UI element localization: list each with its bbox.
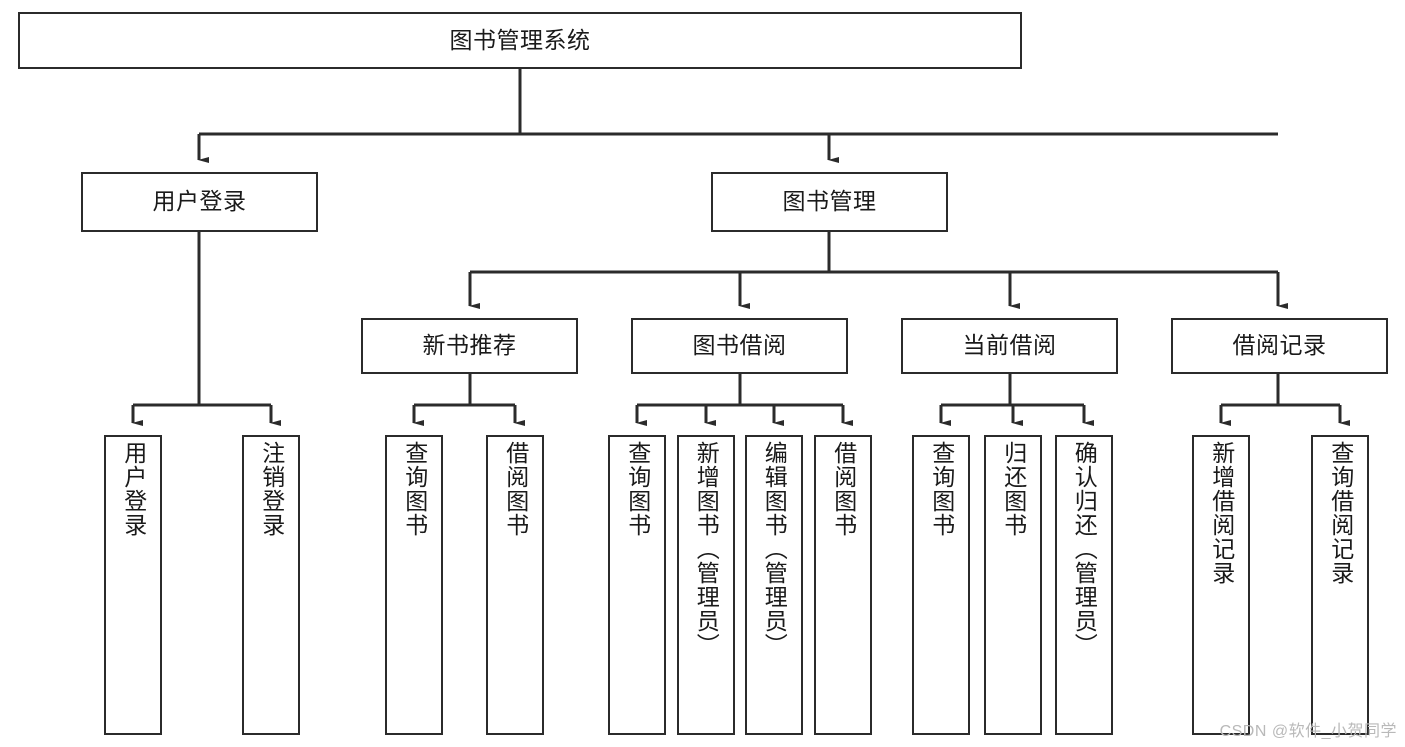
leaf-label: 用户登录 <box>120 441 147 537</box>
node-leaf-edit-book[interactable]: 编辑图书（管理员） <box>745 435 803 735</box>
node-leaf-borrow-book-2[interactable]: 借阅图书 <box>814 435 872 735</box>
leaf-label: 编辑图书（管理员） <box>761 441 788 657</box>
leaf-label: 借阅图书 <box>830 441 857 537</box>
leaf-label: 查询借阅记录 <box>1327 441 1354 585</box>
node-leaf-confirm-return[interactable]: 确认归还（管理员） <box>1055 435 1113 735</box>
watermark: CSDN @软件_小贺同学 <box>1219 723 1397 740</box>
leaf-label: 注销登录 <box>258 441 285 537</box>
leaf-label: 新增借阅记录 <box>1208 441 1235 585</box>
leaf-label: 查询图书 <box>624 441 651 537</box>
leaf-label: 查询图书 <box>401 441 428 537</box>
node-leaf-query-book-1[interactable]: 查询图书 <box>385 435 443 735</box>
node-root[interactable]: 图书管理系统 <box>18 12 1022 69</box>
node-new-book-recommend[interactable]: 新书推荐 <box>361 318 578 374</box>
node-leaf-borrow-book-1[interactable]: 借阅图书 <box>486 435 544 735</box>
node-leaf-add-book[interactable]: 新增图书（管理员） <box>677 435 735 735</box>
node-leaf-query-borrow-record[interactable]: 查询借阅记录 <box>1311 435 1369 735</box>
node-leaf-query-book-3[interactable]: 查询图书 <box>912 435 970 735</box>
node-borrow-record[interactable]: 借阅记录 <box>1171 318 1388 374</box>
node-leaf-user-login[interactable]: 用户登录 <box>104 435 162 735</box>
node-leaf-query-book-2[interactable]: 查询图书 <box>608 435 666 735</box>
node-book-manage[interactable]: 图书管理 <box>711 172 948 232</box>
node-current-borrow[interactable]: 当前借阅 <box>901 318 1118 374</box>
leaf-label: 新增图书（管理员） <box>693 441 720 657</box>
node-user-login[interactable]: 用户登录 <box>81 172 318 232</box>
node-leaf-add-borrow-record[interactable]: 新增借阅记录 <box>1192 435 1250 735</box>
leaf-label: 查询图书 <box>928 441 955 537</box>
node-leaf-logout-login[interactable]: 注销登录 <box>242 435 300 735</box>
leaf-label: 确认归还（管理员） <box>1071 441 1098 657</box>
leaf-label: 借阅图书 <box>502 441 529 537</box>
node-book-borrow[interactable]: 图书借阅 <box>631 318 848 374</box>
node-leaf-return-book[interactable]: 归还图书 <box>984 435 1042 735</box>
leaf-label: 归还图书 <box>1000 441 1027 537</box>
